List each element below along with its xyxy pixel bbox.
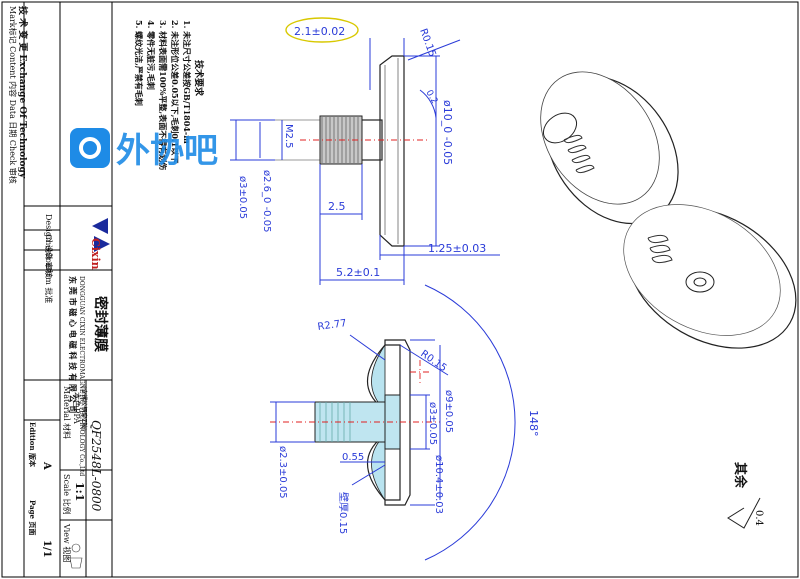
dim-gap: 0.55 xyxy=(342,452,364,463)
rest-label: 其余 xyxy=(732,462,748,489)
projection-symbol-icon xyxy=(69,543,83,569)
note-3: 3. 材料表面需100%平整,表面不得有划伤 xyxy=(158,20,168,170)
page-value: 1/1 xyxy=(41,540,52,558)
check-label: Check 审核 xyxy=(44,234,54,278)
material-note: (含螺纹钢套Z轴) xyxy=(80,386,88,431)
watermark-text: 外协吧 xyxy=(116,131,218,171)
edition-value: A xyxy=(41,461,52,470)
dim-shaft-diameter: ø3±0.05 xyxy=(237,176,248,219)
dim-dia-9: ø9±0.05 xyxy=(443,390,454,433)
logo-text: Cixin xyxy=(89,238,102,270)
note-2: 2. 未注形位公差0.05以下,毛刺0.1以下 xyxy=(170,20,180,163)
iso-view-bottom xyxy=(623,204,797,349)
company-en: DONGGUAN CIXIN ELECTROMAGNETIC TECHNOLOG… xyxy=(78,276,85,476)
dim-neck-diameter: ø2.6_0 -0.05 xyxy=(261,170,272,232)
watermark: 外协吧 xyxy=(70,128,218,171)
technical-notes: 技术要求 1. 未注尺寸公差按GB/T1804-m 2. 未注形位公差0.05以… xyxy=(134,20,205,170)
drawing-number: QF2548L-0800 xyxy=(89,420,103,512)
part-name: 密封薄膜 xyxy=(92,295,109,352)
rev-header-2: 技 术 变 更 Exchange Of Technology xyxy=(17,6,29,179)
rest-roughness: 0.4 xyxy=(753,510,764,526)
title-block: Mark标记 Content 内容 Data 日期 Check 审核 技 术 变… xyxy=(8,2,113,577)
dim-thread-length: 2.5 xyxy=(328,200,346,213)
dim-thread: M2.5 xyxy=(283,124,294,149)
dim-wall: 壁厚0.15 xyxy=(337,492,350,534)
company-cn: 东 莞 市 磁 心 电 磁 科 技 有 限 公 司 xyxy=(68,276,78,413)
roughness-symbol-icon xyxy=(727,497,761,529)
notes-title: 技术要求 xyxy=(193,60,205,97)
iso-view-top xyxy=(540,71,679,225)
design-label: Design 设计 xyxy=(44,214,54,261)
material-label: Material 材料 xyxy=(62,386,72,439)
view-label: View 视图 xyxy=(62,523,72,562)
side-view-dimensions: 2.1±0.02 R0.15 ø10_0 -0.05 0.2 ø3±0.05 ø… xyxy=(230,17,500,285)
section-view-dimensions: R2.77 R0.15 148° ø9±0.05 ø3±0.05 ø10.4±0… xyxy=(270,284,540,561)
dim-head-thickness: 1.25±0.03 xyxy=(428,242,486,255)
scale-value: 1:1 xyxy=(73,482,86,501)
dim-dia-2-3: ø2.3±0.05 xyxy=(277,446,288,499)
dim-flatness: 2.1±0.02 xyxy=(294,25,345,38)
dim-chamfer: 0.2 xyxy=(423,89,439,106)
side-view xyxy=(275,55,430,247)
scale-label: Scale 比例 xyxy=(62,474,72,515)
dim-total-length: 5.2±0.1 xyxy=(336,266,380,279)
section-view xyxy=(270,339,440,506)
page-label: Page 页面 xyxy=(28,500,37,535)
material-value: 本色PPA xyxy=(72,392,82,424)
note-4: 4. 零件无脏污,毛刺 xyxy=(146,20,156,90)
surface-roughness-note: 其余 0.4 xyxy=(727,462,764,529)
dim-dome-radius: R2.77 xyxy=(317,318,347,333)
dim-outer-diameter: ø10_0 -0.05 xyxy=(441,100,454,165)
company-logo: Cixin xyxy=(89,218,110,270)
dim-angle: 148° xyxy=(527,410,540,437)
edition-label: Edition 版本 xyxy=(28,422,37,467)
dim-dia-3: ø3±0.05 xyxy=(427,402,438,445)
note-1: 1. 未注尺寸公差按GB/T1804-m xyxy=(182,20,192,144)
dim-dia-10-4: ø10.4±0.03 xyxy=(433,455,444,514)
rev-header: Mark标记 Content 内容 Data 日期 Check 审核 xyxy=(8,6,18,184)
dim-radius-top: R0.15 xyxy=(417,27,437,58)
dim-edge-radius: R0.15 xyxy=(418,348,448,374)
confirm-label: Confirm 批准 xyxy=(44,252,54,303)
note-5: 5. 螺纹光洁,严禁有毛刺 xyxy=(134,20,144,106)
